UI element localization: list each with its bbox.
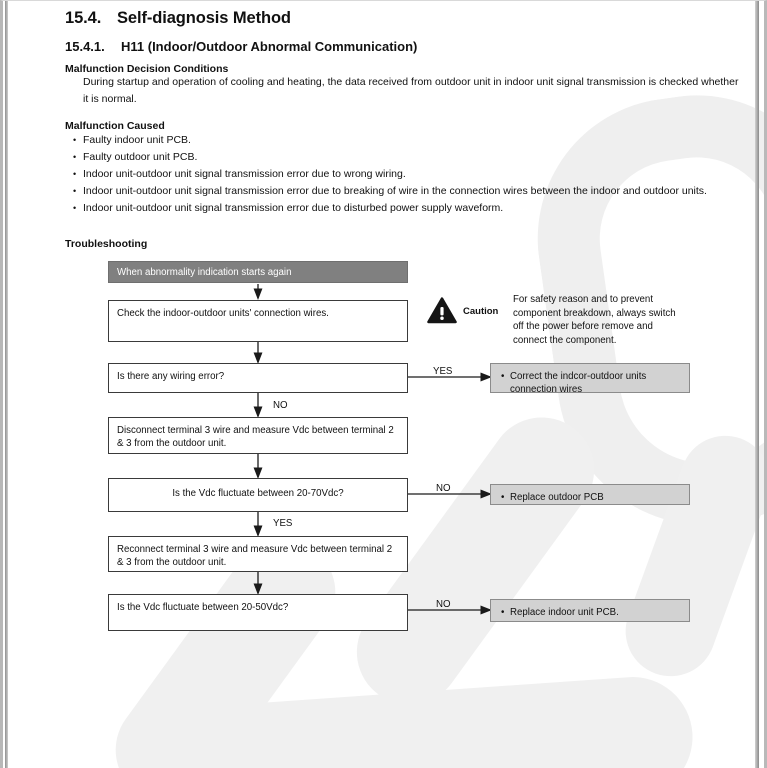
list-item: Indoor unit-outdoor unit signal transmis… — [73, 183, 753, 200]
flow-result-correct-wires: Correct the indcor-outdoor units connect… — [490, 363, 690, 395]
caution-line-4: connect the component. — [513, 334, 617, 346]
caution-line-3: off the power before remove and — [513, 321, 653, 332]
flow-node-check-wires: Check the indoor-outdoor units' connecti… — [108, 300, 408, 342]
flow-result-replace-outdoor-pcb: Replace outdoor PCB — [490, 484, 690, 505]
list-item: Faulty outdoor unit PCB. — [73, 149, 753, 166]
result-line-1: Replace outdoor PCB — [501, 491, 679, 504]
subsection-heading: 15.4.1. H11 (Indoor/Outdoor Abnormal Comm… — [65, 39, 417, 54]
result-line-1: Replace indoor unit PCB. — [501, 606, 679, 619]
flow-start-node: When abnormality indication starts again — [108, 261, 408, 283]
edge-label-vdc70-no: NO — [436, 483, 451, 494]
caution-note: Caution For safety reason and to prevent… — [427, 293, 707, 353]
flow-node-vdc-20-70: Is the Vdc fluctuate between 20-70Vdc? — [108, 478, 408, 512]
edge-label-vdc70-yes: YES — [273, 518, 293, 529]
caution-line-1: For safety reason and to prevent — [513, 294, 654, 305]
subsection-title: H11 (Indoor/Outdoor Abnormal Communicati… — [121, 39, 418, 54]
warning-triangle-icon — [427, 297, 457, 329]
edge-label-wiring-yes: YES — [433, 366, 453, 377]
troubleshooting-flowchart: When abnormality indication starts again… — [3, 1, 764, 768]
list-item: Indoor unit-outdoor unit signal transmis… — [73, 200, 753, 217]
caution-label: Caution — [463, 306, 499, 317]
caution-text: For safety reason and to prevent compone… — [513, 293, 698, 347]
section-heading: 15.4. Self-diagnosis Method — [65, 9, 291, 28]
section-title: Self-diagnosis Method — [117, 9, 291, 27]
malfunction-causes-list: Faulty indoor unit PCB. Faulty outdoor u… — [73, 132, 753, 217]
result-line-2: connection wires — [510, 384, 583, 395]
flow-node-disconnect-terminal3: Disconnect terminal 3 wire and measure V… — [108, 417, 408, 454]
edge-label-wiring-no: NO — [273, 400, 288, 411]
malfunction-caused-label: Malfunction Caused — [65, 120, 165, 132]
list-item: Indoor unit-outdoor unit signal transmis… — [73, 166, 753, 183]
decision-conditions-label: Malfunction Decision Conditions — [65, 63, 229, 75]
section-number: 15.4. — [65, 9, 102, 27]
subsection-number: 15.4.1. — [65, 39, 105, 54]
flow-result-replace-indoor-pcb: Replace indoor unit PCB. — [490, 599, 690, 622]
result-line-1: Correct the indcor-outdoor units — [501, 370, 679, 383]
flow-node-reconnect-terminal3: Reconnect terminal 3 wire and measure Vd… — [108, 536, 408, 572]
decision-conditions-text: During startup and operation of cooling … — [83, 76, 739, 105]
list-item: Faulty indoor unit PCB. — [73, 132, 753, 149]
edge-label-vdc50-no: NO — [436, 599, 451, 610]
flow-node-wiring-error: Is there any wiring error? — [108, 363, 408, 393]
flow-node-vdc-20-50: Is the Vdc fluctuate between 20-50Vdc? — [108, 594, 408, 631]
caution-line-2: component breakdown, always switch — [513, 307, 676, 319]
troubleshooting-label: Troubleshooting — [65, 238, 148, 250]
